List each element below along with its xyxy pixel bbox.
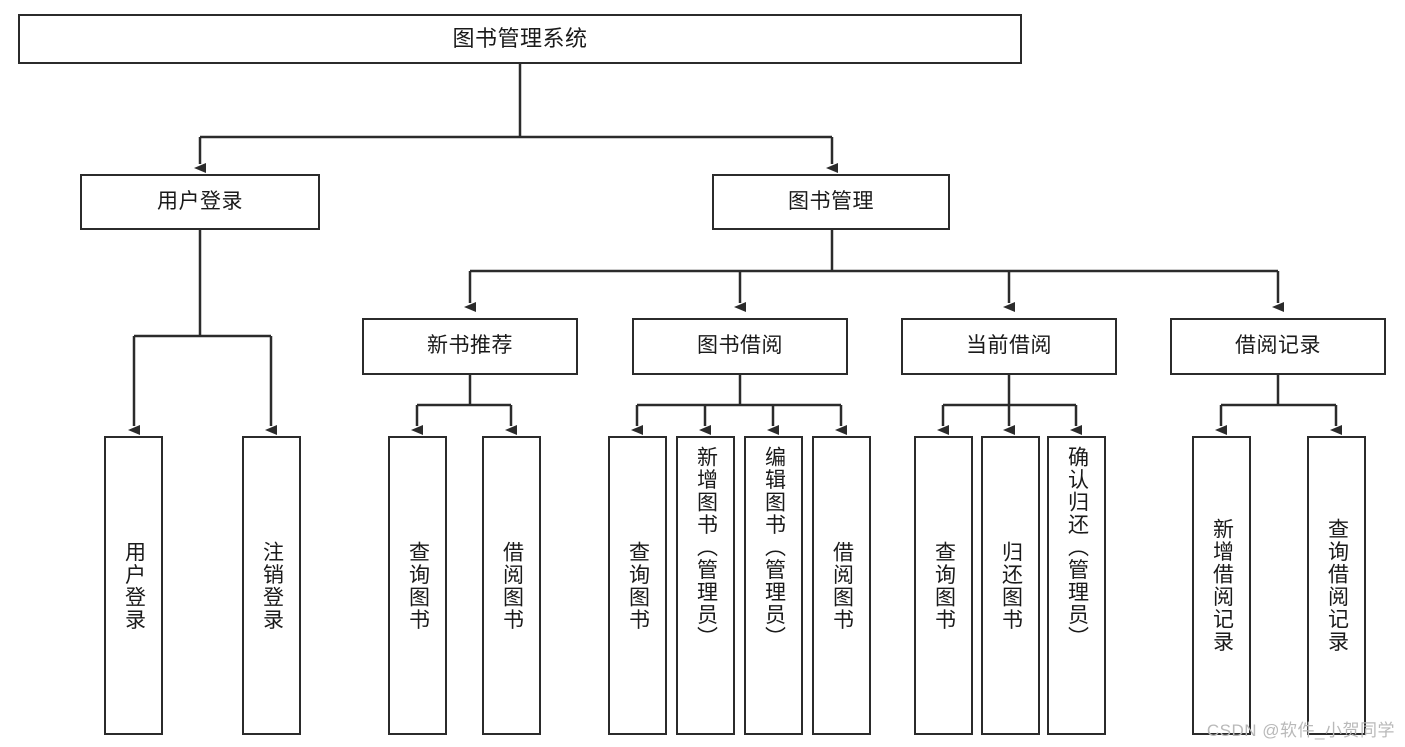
node-leaf-query-record[interactable]: 查询借阅记录 <box>1307 436 1366 735</box>
node-current-borrow-label: 当前借阅 <box>966 334 1052 358</box>
node-leaf-confirm-return[interactable]: 确认归还（管理员） <box>1047 436 1106 735</box>
node-leaf-borrow-book-2-label: 借阅图书 <box>830 540 854 631</box>
node-leaf-add-record[interactable]: 新增借阅记录 <box>1192 436 1251 735</box>
node-leaf-query-book-3[interactable]: 查询图书 <box>914 436 973 735</box>
node-leaf-logout-label: 注销登录 <box>260 540 284 631</box>
node-new-book-recommend-label: 新书推荐 <box>427 334 513 358</box>
node-borrow-record-label: 借阅记录 <box>1235 334 1321 358</box>
node-leaf-add-book[interactable]: 新增图书（管理员） <box>676 436 735 735</box>
node-user-login[interactable]: 用户登录 <box>80 174 320 230</box>
node-leaf-borrow-book-2[interactable]: 借阅图书 <box>812 436 871 735</box>
node-borrow-record[interactable]: 借阅记录 <box>1170 318 1386 375</box>
node-leaf-user-login-label: 用户登录 <box>122 540 146 631</box>
node-leaf-borrow-book-1[interactable]: 借阅图书 <box>482 436 541 735</box>
node-book-borrow-label: 图书借阅 <box>697 334 783 358</box>
node-leaf-logout[interactable]: 注销登录 <box>242 436 301 735</box>
node-root[interactable]: 图书管理系统 <box>18 14 1022 64</box>
node-leaf-add-book-label: 新增图书（管理员） <box>694 446 718 649</box>
node-book-borrow[interactable]: 图书借阅 <box>632 318 848 375</box>
node-book-management-label: 图书管理 <box>788 189 874 213</box>
node-leaf-query-record-label: 查询借阅记录 <box>1325 518 1349 653</box>
node-leaf-query-book-3-label: 查询图书 <box>932 540 956 631</box>
node-leaf-add-record-label: 新增借阅记录 <box>1210 518 1234 653</box>
node-leaf-edit-book-label: 编辑图书（管理员） <box>762 446 786 649</box>
node-leaf-query-book-1-label: 查询图书 <box>406 540 430 631</box>
node-leaf-query-book-2-label: 查询图书 <box>626 540 650 631</box>
node-leaf-confirm-return-label: 确认归还（管理员） <box>1065 446 1089 649</box>
node-leaf-edit-book[interactable]: 编辑图书（管理员） <box>744 436 803 735</box>
node-user-login-label: 用户登录 <box>157 189 243 213</box>
node-leaf-query-book-2[interactable]: 查询图书 <box>608 436 667 735</box>
node-leaf-user-login[interactable]: 用户登录 <box>104 436 163 735</box>
watermark: CSDN @软件_小贺同学 <box>1206 721 1395 740</box>
node-leaf-return-book-label: 归还图书 <box>999 540 1023 631</box>
node-book-management[interactable]: 图书管理 <box>712 174 950 230</box>
node-root-label: 图书管理系统 <box>452 26 588 52</box>
node-current-borrow[interactable]: 当前借阅 <box>901 318 1117 375</box>
node-leaf-borrow-book-1-label: 借阅图书 <box>500 540 524 631</box>
node-leaf-query-book-1[interactable]: 查询图书 <box>388 436 447 735</box>
node-leaf-return-book[interactable]: 归还图书 <box>981 436 1040 735</box>
node-new-book-recommend[interactable]: 新书推荐 <box>362 318 578 375</box>
